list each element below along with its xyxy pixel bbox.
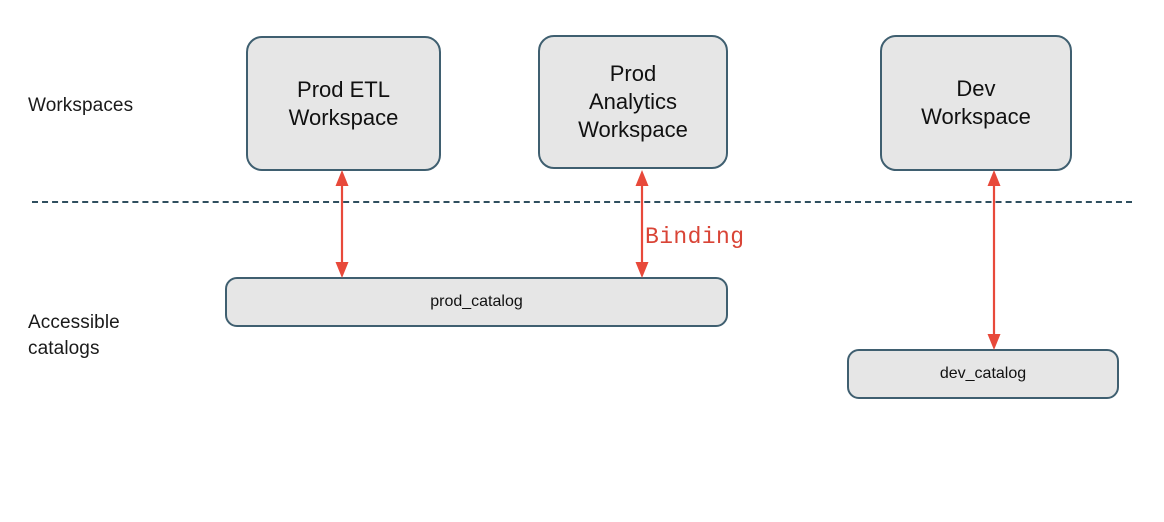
- connector-dev-workspace-to-dev-catalog: [987, 170, 1001, 350]
- workspace-catalog-divider: [32, 201, 1132, 203]
- node-dev-workspace[interactable]: Dev Workspace: [880, 35, 1072, 171]
- connector-prod-etl-to-prod-catalog: [335, 170, 349, 278]
- node-prod-etl-workspace[interactable]: Prod ETL Workspace: [246, 36, 441, 171]
- node-prod-catalog[interactable]: prod_catalog: [225, 277, 728, 327]
- node-dev-catalog[interactable]: dev_catalog: [847, 349, 1119, 399]
- node-prod-analytics-workspace[interactable]: Prod Analytics Workspace: [538, 35, 728, 169]
- row-label-accessible-catalogs: Accessible catalogs: [28, 312, 120, 359]
- annotation-binding: Binding: [645, 224, 745, 250]
- connector-prod-analytics-to-prod-catalog: [635, 170, 649, 278]
- row-label-workspaces: Workspaces: [28, 95, 134, 116]
